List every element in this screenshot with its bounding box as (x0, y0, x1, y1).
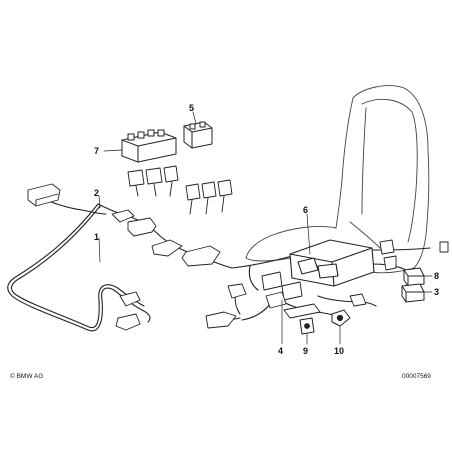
component-9 (299, 317, 315, 335)
control-unit-6 (289, 239, 375, 287)
part-label-4: 4 (278, 346, 284, 356)
relay-5 (183, 121, 213, 149)
part-label-8: 8 (434, 271, 440, 281)
part-label-2: 2 (94, 188, 100, 198)
relay-3 (401, 283, 425, 303)
leader-lines (98, 111, 433, 345)
harness-connectors (27, 183, 449, 331)
connector-cluster-4 (261, 271, 321, 319)
copyright-notice: © BMW AG (10, 373, 44, 380)
relay-8 (403, 267, 425, 287)
relay-connector-group (127, 165, 233, 215)
part-label-7: 7 (94, 146, 100, 156)
part-label-1: 1 (94, 232, 100, 242)
part-label-3: 3 (434, 287, 440, 297)
relay-block-7 (121, 129, 177, 163)
drawing-number: 00007569 (402, 373, 431, 380)
part-label-9: 9 (303, 346, 309, 356)
part-label-5: 5 (189, 103, 195, 113)
seat-outline (245, 85, 430, 274)
part-label-10: 10 (334, 346, 345, 356)
component-10 (331, 309, 351, 327)
part-label-6: 6 (303, 205, 309, 215)
